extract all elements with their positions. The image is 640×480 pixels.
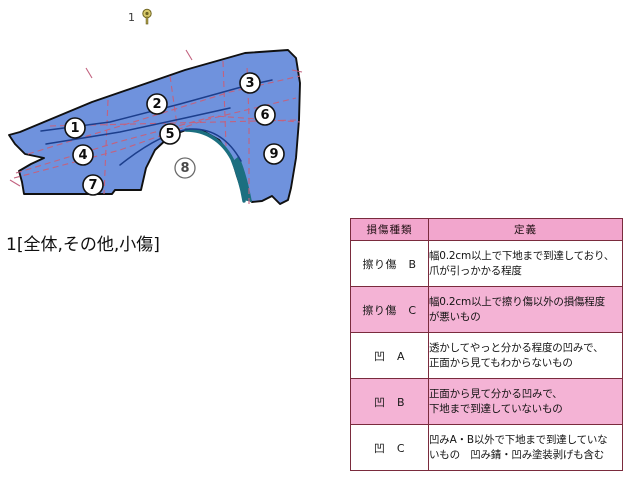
callout-5[interactable]: 5 (159, 123, 181, 145)
top-marker: 1 (128, 8, 154, 26)
callout-6-label: 6 (260, 108, 269, 123)
diagram-caption: 1[全体,その他,小傷] (6, 235, 160, 255)
pushpin-icon (142, 8, 152, 25)
fender-illustration: 1 2 3 4 5 6 7 (8, 49, 303, 205)
definition-line: 幅0.2cm以上で擦り傷以外の損傷程度 (429, 295, 605, 308)
wheel-arch-inner-edge (233, 156, 252, 202)
reference-grid-ticks (9, 49, 303, 187)
callout-8[interactable]: 8 (174, 157, 196, 179)
fender-body-shape (8, 49, 301, 205)
callout-8-label: 8 (180, 161, 189, 176)
table-row: 凹 A 透かしてやっと分かる程度の凹みで、 正面から見てもわからないもの (350, 332, 623, 379)
definition-line: が悪いもの (429, 310, 481, 323)
callout-group: 1 2 3 4 5 6 7 (64, 72, 285, 196)
definition-line: 凹みA・B以外で下地まで到達していな (429, 433, 608, 446)
row-type-label: 凹 B (350, 378, 429, 425)
definition-line: 下地まで到達していないもの (429, 402, 563, 415)
row-type-label: 凹 A (350, 332, 429, 379)
wheel-arch-inner-curve (184, 128, 246, 203)
callout-6[interactable]: 6 (254, 104, 276, 126)
table-row: 擦り傷 B 幅0.2cm以上で下地まで到達しており、 爪が引っかかる程度 (350, 240, 623, 287)
row-type-label: 凹 C (350, 424, 429, 471)
header-definition: 定義 (428, 218, 623, 241)
row-definition: 正面から見て分かる凹みで、 下地まで到達していないもの (428, 378, 623, 425)
callout-2-label: 2 (152, 97, 161, 112)
row-definition: 幅0.2cm以上で下地まで到達しており、 爪が引っかかる程度 (428, 240, 623, 287)
definition-line: 幅0.2cm以上で下地まで到達しており、 (429, 249, 615, 262)
callout-9-label: 9 (269, 147, 278, 162)
table-row: 凹 B 正面から見て分かる凹みで、 下地まで到達していないもの (350, 378, 623, 425)
definition-line: 爪が引っかかる程度 (429, 264, 522, 277)
damage-definition-table: 損傷種類 定義 擦り傷 B 幅0.2cm以上で下地まで到達しており、 爪が引っか… (350, 218, 623, 471)
callout-5-label: 5 (165, 127, 174, 142)
callout-1[interactable]: 1 (64, 117, 86, 139)
definition-line: 正面から見てもわからないもの (429, 356, 573, 369)
row-type-label: 擦り傷 C (350, 286, 429, 333)
callout-4-label: 4 (78, 148, 87, 163)
callout-3[interactable]: 3 (239, 72, 261, 94)
callout-4[interactable]: 4 (72, 144, 94, 166)
callout-3-label: 3 (245, 76, 254, 91)
callout-2[interactable]: 2 (146, 93, 168, 115)
header-damage-type: 損傷種類 (350, 218, 429, 241)
callout-7-label: 7 (88, 178, 97, 193)
fender-diagram: 1 2 3 4 5 6 7 (0, 28, 340, 213)
definition-line: 正面から見て分かる凹みで、 (429, 387, 563, 400)
definition-line: いもの 凹み錆・凹み塗装剥げも含む (429, 448, 605, 461)
table-row: 凹 C 凹みA・B以外で下地まで到達していな いもの 凹み錆・凹み塗装剥げも含む (350, 424, 623, 471)
row-type-label: 擦り傷 B (350, 240, 429, 287)
table-header-row: 損傷種類 定義 (350, 218, 623, 241)
row-definition: 透かしてやっと分かる程度の凹みで、 正面から見てもわからないもの (428, 332, 623, 379)
row-definition: 幅0.2cm以上で擦り傷以外の損傷程度 が悪いもの (428, 286, 623, 333)
table-row: 擦り傷 C 幅0.2cm以上で擦り傷以外の損傷程度 が悪いもの (350, 286, 623, 333)
top-marker-number: 1 (128, 10, 135, 24)
callout-9[interactable]: 9 (263, 143, 285, 165)
row-definition: 凹みA・B以外で下地まで到達していな いもの 凹み錆・凹み塗装剥げも含む (428, 424, 623, 471)
definition-line: 透かしてやっと分かる程度の凹みで、 (429, 341, 604, 354)
callout-7[interactable]: 7 (82, 174, 104, 196)
callout-1-label: 1 (70, 121, 79, 136)
